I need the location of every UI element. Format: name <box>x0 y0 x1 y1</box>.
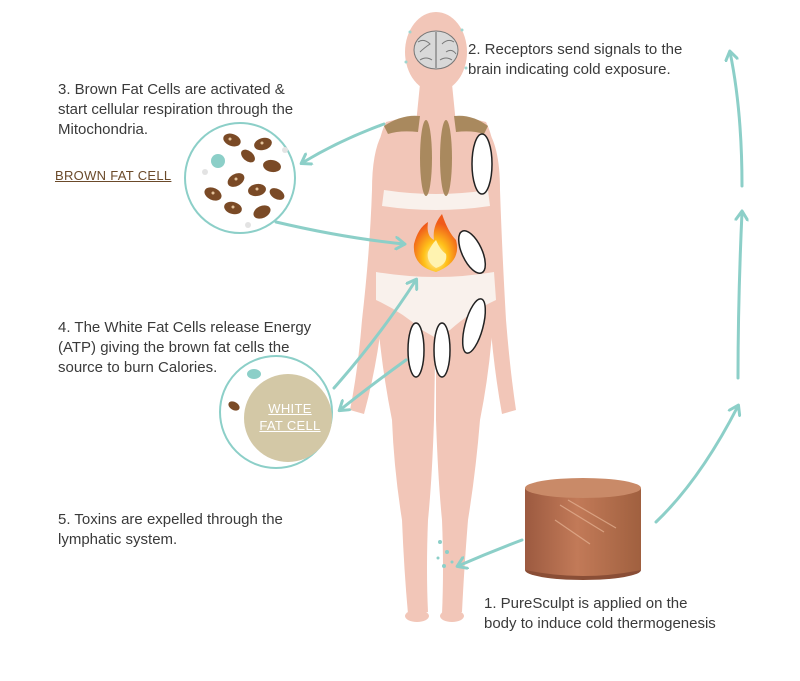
brain-icon <box>404 28 468 70</box>
arrow-thigh-to-white-cell <box>340 358 408 410</box>
arrow-white-cell-to-flame <box>332 280 416 390</box>
step-5-text: 5. Toxins are expelled through the lymph… <box>58 510 358 550</box>
fat-zone-hip <box>457 229 487 275</box>
fat-zone-thigh-left <box>407 322 425 378</box>
arrow-up-right-2 <box>738 212 742 380</box>
white-fat-zones <box>407 133 493 378</box>
step-2-text: 2. Receptors send signals to the brain i… <box>468 40 758 80</box>
white-fat-blob <box>244 374 332 462</box>
shoulder-fat-left <box>384 115 420 134</box>
step-4-text: 4. The White Fat Cells release Energy (A… <box>58 318 358 378</box>
shoulder-fat-right <box>454 115 488 134</box>
mitochondria-small <box>228 401 240 411</box>
arrow-puck-to-leg <box>458 538 524 566</box>
white-fat-cell-label: WHITE FAT CELL <box>259 401 321 433</box>
neck <box>416 84 456 124</box>
step-2-label: 2. Receptors send signals to the brain i… <box>468 41 683 78</box>
left-leg <box>376 298 436 614</box>
left-foot <box>405 610 429 622</box>
white-fat-cell-diagram <box>219 355 333 469</box>
fat-zone-arm <box>471 133 493 195</box>
step-1-text: 1. PureSculpt is applied on the body to … <box>484 594 784 634</box>
arrow-to-brown-cell <box>302 122 386 163</box>
mitochondria-icon <box>204 133 285 219</box>
step-3-text: 3. Brown Fat Cells are activated & start… <box>58 80 358 140</box>
right-foot <box>440 610 464 622</box>
arrow-up-right-3 <box>730 52 744 188</box>
spine-fat-right <box>440 120 452 196</box>
brown-fat-cell-diagram <box>184 122 296 234</box>
step-1-label: 1. PureSculpt is applied on the body to … <box>484 595 716 632</box>
arrow-up-right-1 <box>654 406 738 524</box>
blue-cell-dot-white <box>247 369 261 379</box>
fat-zone-thigh-right <box>433 322 451 378</box>
brown-fat-deposits <box>384 115 488 196</box>
brown-fat-cell-label: BROWN FAT CELL <box>55 168 172 183</box>
arrows <box>274 52 744 566</box>
fat-zone-thigh-outer <box>461 298 487 354</box>
step-4-label: 4. The White Fat Cells release Energy (A… <box>58 319 312 376</box>
lymphatic-dots <box>436 540 454 568</box>
step-3-label: 3. Brown Fat Cells are activated & start… <box>58 81 294 138</box>
step-5-label: 5. Toxins are expelled through the lymph… <box>58 511 283 548</box>
right-leg <box>436 298 494 614</box>
product-puck-icon <box>525 478 641 580</box>
bra-band <box>382 190 490 210</box>
spine-fat-left <box>420 120 432 196</box>
flame-icon <box>413 214 458 272</box>
blue-cell-dot <box>211 154 225 168</box>
arrow-brown-cell-to-flame <box>274 220 404 244</box>
